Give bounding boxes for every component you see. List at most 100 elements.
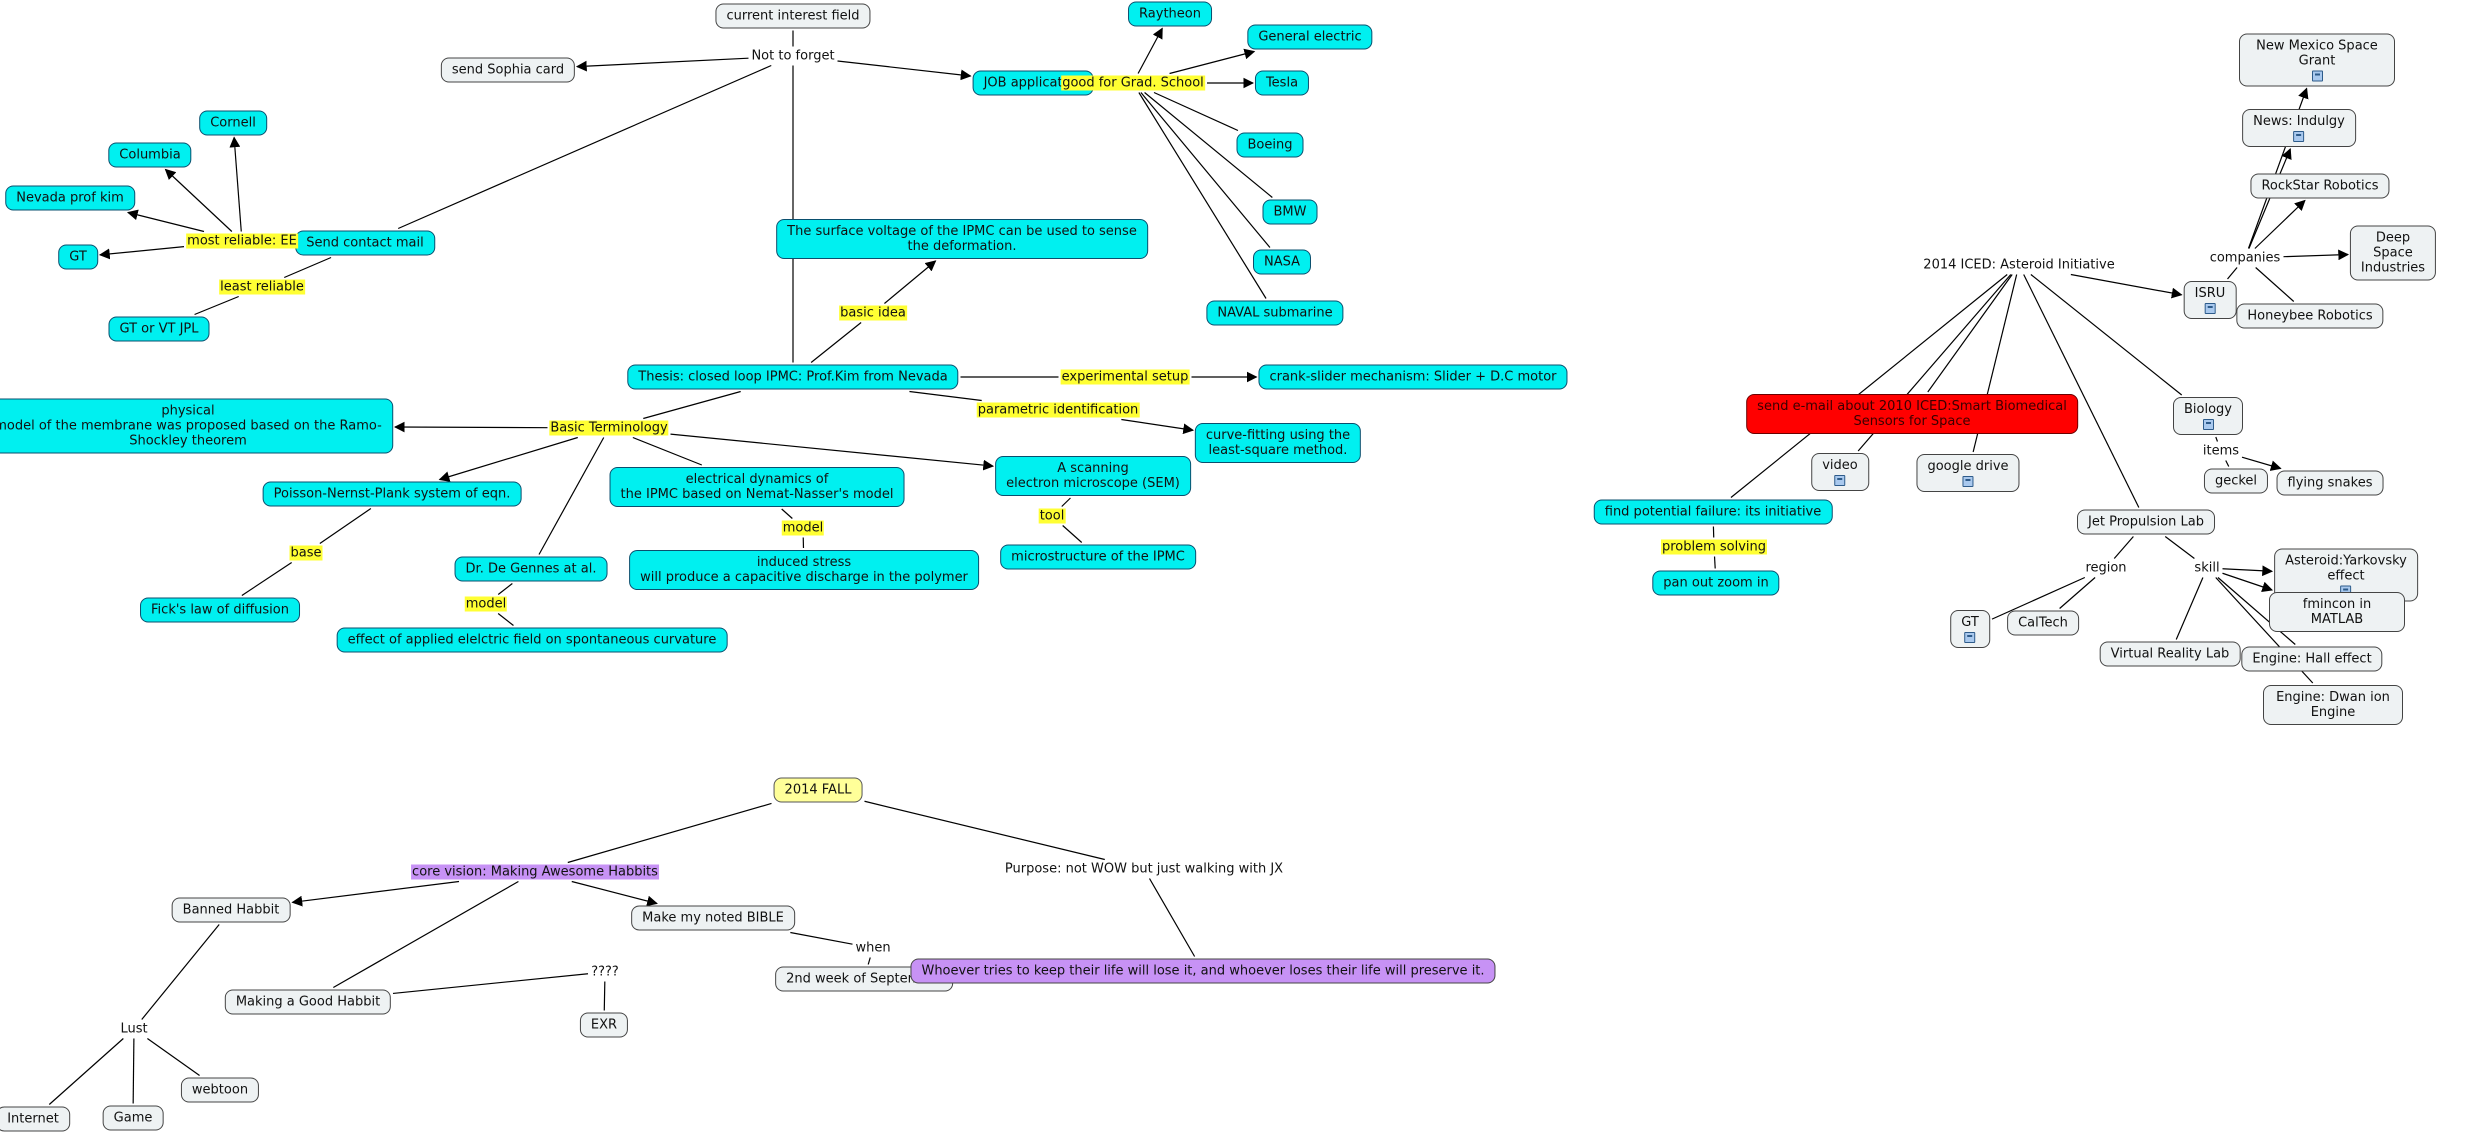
gt-node[interactable]: GT <box>58 244 98 270</box>
ficks-law-node[interactable]: Fick's law of diffusion <box>140 597 300 623</box>
fmincon-matlab-node[interactable]: fmincon in MATLAB <box>2269 592 2405 632</box>
new-mexico-space-grant-node-text: New Mexico Space Grant <box>2256 38 2378 69</box>
boeing-node[interactable]: Boeing <box>1236 132 1304 158</box>
physical-model-node[interactable]: physical model of the membrane was propo… <box>0 398 393 454</box>
edge-lust-internet <box>48 1038 124 1105</box>
making-good-habbit-node[interactable]: Making a Good Habbit <box>224 989 392 1015</box>
internet-node-text: Internet <box>7 1111 59 1127</box>
lust-label: Lust <box>119 1021 149 1037</box>
new-mexico-space-grant-node[interactable]: New Mexico Space Grant <box>2239 33 2395 87</box>
edge-good_grad-ge <box>1169 48 1256 75</box>
attachment-icon[interactable] <box>2311 70 2323 82</box>
surface-voltage-node[interactable]: The surface voltage of the IPMC can be u… <box>776 219 1148 259</box>
rockstar-robotics-node[interactable]: RockStar Robotics <box>2250 173 2390 199</box>
edge-core_vision-banned <box>291 880 460 907</box>
gt-or-vt-jpl-node[interactable]: GT or VT JPL <box>108 316 210 342</box>
edge-purpose-whoever <box>1148 878 1196 957</box>
experimental-setup-label: experimental setup <box>1060 369 1190 385</box>
microstructure-node[interactable]: microstructure of the IPMC <box>1000 544 1196 570</box>
raytheon-node-text: Raytheon <box>1139 6 1201 22</box>
cornell-node[interactable]: Cornell <box>199 110 267 136</box>
boeing-node-text: Boeing <box>1247 137 1293 153</box>
naval-submarine-node[interactable]: NAVAL submarine <box>1206 300 1344 326</box>
thesis-node[interactable]: Thesis: closed loop IPMC: Prof.Kim from … <box>627 364 959 390</box>
news-indulgy-node[interactable]: News: Indulgy <box>2242 109 2356 147</box>
edge-skill-hall <box>2217 577 2296 645</box>
send-sophia-card-node[interactable]: send Sophia card <box>440 57 576 83</box>
induced-stress-node[interactable]: induced stress will produce a capacitive… <box>629 550 979 590</box>
biology-node[interactable]: Biology <box>2173 397 2243 435</box>
edge-banned-lust <box>141 924 220 1020</box>
geckel-node[interactable]: geckel <box>2203 468 2269 494</box>
2014-fall-node[interactable]: 2014 FALL <box>773 777 863 803</box>
google-drive-node[interactable]: google drive <box>1916 454 2020 492</box>
edge-send_contact-least_reliable <box>284 256 332 279</box>
edge-basic_term-electrical <box>632 436 703 466</box>
internet-node[interactable]: Internet <box>0 1106 70 1132</box>
isru-node[interactable]: ISRU <box>2183 281 2237 319</box>
send-email-iced-node[interactable]: send e-mail about 2010 ICED:Smart Biomed… <box>1746 394 2078 434</box>
honeybee-robotics-node[interactable]: Honeybee Robotics <box>2236 303 2384 329</box>
crank-slider-node[interactable]: crank-slider mechanism: Slider + D.C mot… <box>1258 364 1568 390</box>
caltech-node-text: CalTech <box>2018 615 2068 631</box>
curve-fitting-node[interactable]: curve-fitting using the least-square met… <box>1194 423 1362 463</box>
edge-poisson-base <box>319 508 372 544</box>
whoever-quote-node[interactable]: Whoever tries to keep their life will lo… <box>910 958 1496 984</box>
attachment-icon[interactable] <box>1834 475 1846 486</box>
webtoon-node[interactable]: webtoon <box>180 1077 260 1103</box>
send-contact-mail-node[interactable]: Send contact mail <box>295 230 435 256</box>
nasa-node[interactable]: NASA <box>1252 249 1312 275</box>
find-potential-failure-node[interactable]: find potential failure: its initiative <box>1593 499 1833 525</box>
deep-space-industries-node[interactable]: Deep Space Industries <box>2349 225 2437 281</box>
exr-node[interactable]: EXR <box>579 1012 629 1038</box>
attachment-icon[interactable] <box>1962 476 1974 487</box>
attachment-icon[interactable] <box>2202 419 2214 430</box>
current-interest-field-node[interactable]: current interest field <box>715 3 871 29</box>
edge-basic_term-degennes <box>538 437 605 555</box>
parametric-identification-label: parametric identification <box>976 402 1140 418</box>
jet-propulsion-lab-node[interactable]: Jet Propulsion Lab <box>2077 509 2215 535</box>
flying-snakes-node[interactable]: flying snakes <box>2276 470 2384 496</box>
engine-hall-effect-node-text: Engine: Hall effect <box>2252 651 2372 667</box>
skill-label: skill <box>2193 560 2221 576</box>
edge-electrical-model1 <box>781 508 793 519</box>
effect-applied-field-node[interactable]: effect of applied elelctric field on spo… <box>336 627 728 653</box>
bmw-node[interactable]: BMW <box>1262 199 1318 225</box>
electrical-dynamics-node[interactable]: electrical dynamics of the IPMC based on… <box>609 467 905 507</box>
scanning-microscope-node[interactable]: A scanning electron microscope (SEM) <box>995 456 1191 496</box>
jet-propulsion-lab-node-text: Jet Propulsion Lab <box>2088 514 2204 530</box>
virtual-reality-lab-node[interactable]: Virtual Reality Lab <box>2099 641 2241 667</box>
columbia-node[interactable]: Columbia <box>108 142 192 168</box>
banned-habbit-node[interactable]: Banned Habbit <box>171 897 291 923</box>
gt-region-node[interactable]: GT <box>1950 610 1990 648</box>
scanning-microscope-node-text: A scanning electron microscope (SEM) <box>1006 461 1180 491</box>
edge-isru-companies <box>2227 267 2238 280</box>
engine-hall-effect-node[interactable]: Engine: Hall effect <box>2241 646 2383 672</box>
physical-model-node-text: physical model of the membrane was propo… <box>0 403 382 449</box>
video-node[interactable]: video <box>1811 453 1869 491</box>
edge-good_grad-naval <box>1138 92 1267 299</box>
general-electric-node[interactable]: General electric <box>1247 24 1373 50</box>
thesis-node-text: Thesis: closed loop IPMC: Prof.Kim from … <box>638 369 948 385</box>
de-gennes-node[interactable]: Dr. De Gennes at al. <box>454 556 608 582</box>
tesla-node[interactable]: Tesla <box>1254 70 1310 96</box>
caltech-node[interactable]: CalTech <box>2007 610 2079 636</box>
edge-good_grad-bmw <box>1144 92 1273 198</box>
surface-voltage-node-text: The surface voltage of the IPMC can be u… <box>787 224 1137 254</box>
pan-out-zoom-in-node[interactable]: pan out zoom in <box>1652 570 1780 596</box>
engine-dwan-ion-node[interactable]: Engine: Dwan ion Engine <box>2263 685 2403 725</box>
poisson-nernst-plank-node[interactable]: Poisson-Nernst-Plank system of eqn. <box>262 481 522 507</box>
nevada-prof-kim-node[interactable]: Nevada prof kim <box>5 185 135 211</box>
edge-most_reliable-gt_left <box>98 246 185 260</box>
attachment-icon[interactable] <box>1964 632 1976 643</box>
game-node[interactable]: Game <box>102 1105 164 1131</box>
gt-region-node-text: GT <box>1961 615 1979 630</box>
attachment-icon[interactable] <box>2204 303 2216 314</box>
electrical-dynamics-node-text: electrical dynamics of the IPMC based on… <box>620 472 894 502</box>
make-noted-bible-node[interactable]: Make my noted BIBLE <box>631 905 795 931</box>
edge-scanning-tool <box>1061 497 1071 507</box>
raytheon-node[interactable]: Raytheon <box>1128 1 1212 27</box>
news-indulgy-node-text: News: Indulgy <box>2253 114 2345 129</box>
attachment-icon[interactable] <box>2293 131 2305 142</box>
edge-thesis-parametric <box>909 390 982 402</box>
